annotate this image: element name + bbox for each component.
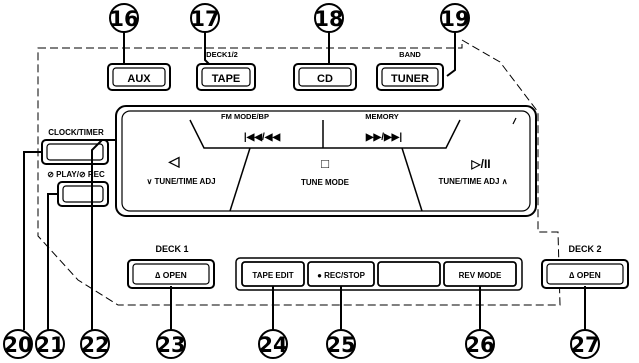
blank-button[interactable]: [377, 261, 441, 287]
callout-16: 16: [109, 3, 139, 33]
svg-text:18: 18: [314, 7, 343, 31]
fm-mode-label: FM MODE/BP: [221, 112, 269, 121]
deck1-label: DECK 1: [155, 244, 188, 254]
rewind-icon: |◀◀/◀◀: [244, 132, 281, 143]
tuner-button[interactable]: TUNER: [376, 63, 444, 91]
callout-25: 25: [326, 329, 356, 359]
bottom-leaders: [23, 139, 586, 330]
left-arrow-icon: ◁: [168, 153, 180, 169]
tape-button[interactable]: TAPE: [196, 63, 256, 91]
cd-label: CD: [317, 73, 333, 85]
tuner-control-panel: [115, 105, 537, 217]
cd-button[interactable]: CD: [293, 63, 357, 91]
svg-text:26: 26: [465, 333, 494, 357]
fast-forward-icon: ▶▶/▶▶|: [365, 132, 403, 143]
rev-mode-button[interactable]: REV MODE: [443, 261, 517, 287]
stop-icon: □: [321, 156, 329, 171]
svg-text:25: 25: [326, 333, 355, 357]
tune-mode-button[interactable]: □ TUNE MODE: [301, 156, 350, 187]
callout-20: 20: [3, 329, 33, 359]
callout-18: 18: [314, 3, 344, 33]
tape-edit-button[interactable]: TAPE EDIT: [241, 261, 305, 287]
tape-edit-label: TAPE EDIT: [252, 271, 293, 280]
play-rec-label: ⊘ PLAY/⊘ REC: [47, 170, 105, 179]
aux-button[interactable]: AUX: [107, 63, 171, 91]
clock-timer-label: CLOCK/TIMER: [48, 128, 104, 137]
callout-26: 26: [465, 329, 495, 359]
callout-23: 23: [156, 329, 186, 359]
deck-select-sublabel: DECK1/2: [206, 50, 238, 59]
deck2-open-button[interactable]: ∆ OPEN: [541, 259, 629, 289]
play-pause-icon: ▷/II: [470, 157, 490, 171]
deck1-open-button[interactable]: ∆ OPEN: [127, 259, 215, 289]
svg-text:22: 22: [80, 333, 109, 357]
svg-text:21: 21: [35, 333, 64, 357]
tune-mode-label: TUNE MODE: [301, 178, 350, 187]
deck1-open-label: ∆ OPEN: [155, 270, 187, 280]
svg-text:17: 17: [190, 7, 219, 31]
callout-24: 24: [258, 329, 288, 359]
memory-label: MEMORY: [365, 112, 398, 121]
device-outline: [37, 39, 561, 306]
callout-27: 27: [570, 329, 600, 359]
rec-stop-label: ● REC/STOP: [317, 271, 365, 280]
callout-19: 19: [440, 3, 470, 33]
rev-mode-label: REV MODE: [459, 271, 502, 280]
rec-stop-button[interactable]: ● REC/STOP: [307, 261, 375, 287]
deck2-label: DECK 2: [568, 244, 601, 254]
tape-label: TAPE: [212, 73, 241, 85]
svg-text:23: 23: [156, 333, 185, 357]
callout-22: 22: [80, 329, 110, 359]
tuner-label: TUNER: [391, 73, 429, 85]
deck2-open-label: ∆ OPEN: [569, 270, 601, 280]
rewind-button[interactable]: |◀◀/◀◀: [206, 124, 320, 146]
tune-up-button[interactable]: ▷/II TUNE/TIME ADJ ∧: [438, 157, 507, 186]
band-sublabel: BAND: [399, 50, 421, 59]
svg-text:20: 20: [3, 333, 32, 357]
tune-up-label: TUNE/TIME ADJ ∧: [438, 177, 507, 186]
fast-forward-button[interactable]: ▶▶/▶▶|: [326, 124, 442, 146]
svg-text:24: 24: [258, 333, 287, 357]
top-leaders: [123, 32, 456, 77]
tune-down-label: ∨ TUNE/TIME ADJ: [146, 177, 215, 186]
callout-21: 21: [35, 329, 65, 359]
svg-text:16: 16: [109, 7, 138, 31]
svg-text:19: 19: [440, 7, 469, 31]
svg-text:27: 27: [570, 333, 599, 357]
aux-label: AUX: [127, 73, 151, 85]
callout-17: 17: [190, 3, 220, 33]
tune-down-button[interactable]: ◁ ∨ TUNE/TIME ADJ: [146, 153, 215, 186]
play-rec-button[interactable]: [57, 181, 109, 207]
